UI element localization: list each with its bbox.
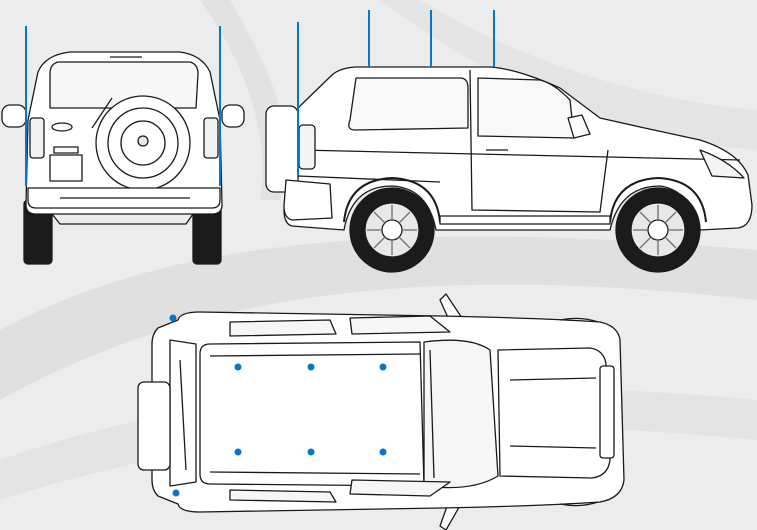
top-grille — [599, 365, 615, 459]
rear-view-markers — [25, 26, 221, 186]
side-front-wheel — [615, 187, 701, 273]
top-corner-dot — [169, 314, 177, 322]
top-windshield — [423, 339, 499, 489]
rear-view — [1, 51, 245, 265]
top-view-markers — [169, 314, 387, 497]
rear-wiper — [91, 97, 113, 129]
top-marker-dot — [234, 363, 242, 371]
side-rear-wheel — [349, 187, 435, 273]
top-marker-dot — [379, 448, 387, 456]
side-view — [265, 66, 753, 273]
top-marker-dot — [307, 448, 315, 456]
top-hood — [497, 347, 611, 479]
top-marker-dot — [307, 363, 315, 371]
license-plate — [49, 154, 83, 182]
right-mirror — [221, 104, 245, 128]
top-roof — [199, 341, 425, 487]
top-spare-tire — [137, 381, 171, 471]
rear-window — [49, 61, 199, 109]
side-rear-window — [348, 77, 469, 131]
top-view — [137, 293, 625, 530]
side-spare-tire — [265, 105, 299, 193]
top-marker-dot — [379, 363, 387, 371]
top-corner-dot — [172, 489, 180, 497]
side-view-markers — [297, 10, 495, 174]
left-mirror — [1, 104, 27, 128]
top-marker-dot — [234, 448, 242, 456]
side-mirror — [567, 114, 591, 139]
